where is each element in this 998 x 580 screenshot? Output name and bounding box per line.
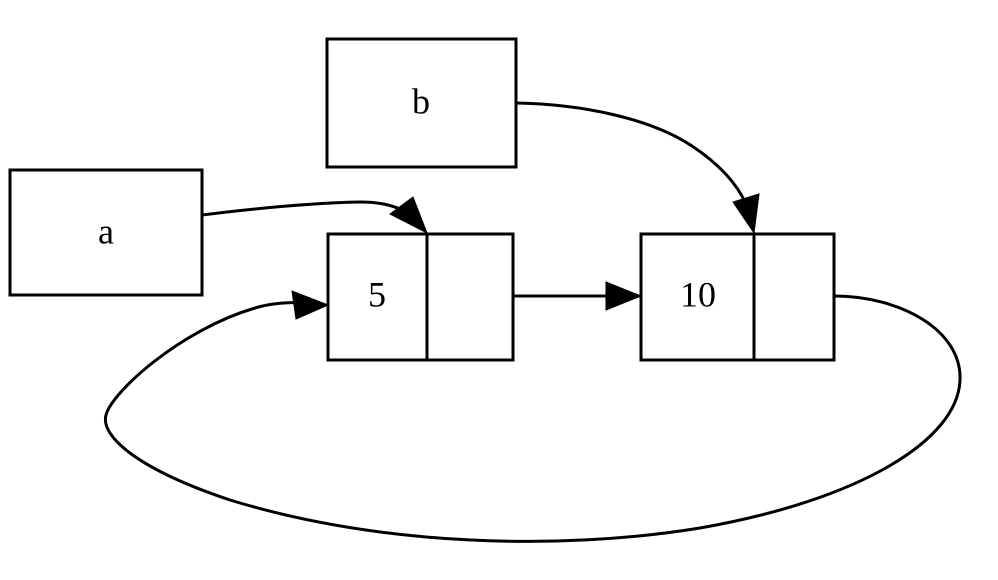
node-a-label: a [98, 211, 114, 251]
node-5[interactable]: 5 [326, 232, 515, 362]
node-10[interactable]: 10 [639, 232, 836, 362]
arrow-head-a-to-node5 [389, 196, 428, 235]
edge-path-node10-to-node5 [103, 294, 962, 543]
edge-path-a-to-node5 [201, 200, 403, 217]
edge-a-to-node5[interactable] [201, 196, 428, 235]
node-b[interactable]: b [325, 37, 518, 169]
node-a-box [8, 168, 204, 297]
node-b-label: b [412, 81, 430, 121]
node-5-value-label: 5 [368, 274, 386, 314]
node-b-box [325, 37, 518, 169]
edge-node10-to-node5[interactable] [103, 290, 962, 543]
arrow-head-node10-to-node5 [291, 290, 330, 320]
edge-node5-to-node10[interactable] [513, 281, 643, 311]
arrow-head-b-to-node10 [732, 193, 760, 235]
node-a[interactable]: a [8, 168, 204, 297]
arrow-head-node5-to-node10 [605, 281, 643, 311]
edge-b-to-node10[interactable] [515, 101, 760, 235]
node-10-box [639, 232, 836, 362]
node-10-value-label: 10 [680, 274, 716, 314]
node-5-box [326, 232, 515, 362]
edge-path-b-to-node10 [515, 101, 748, 205]
